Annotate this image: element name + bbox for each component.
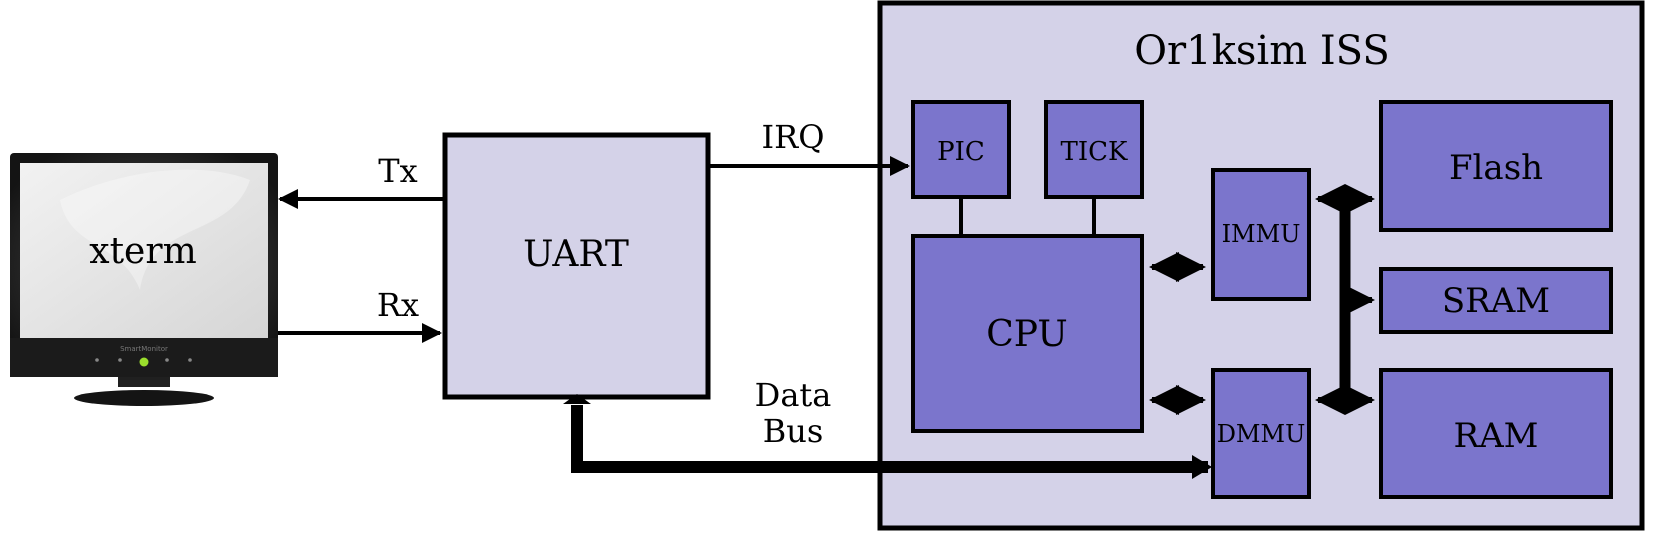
iss-title: Or1ksim ISS xyxy=(1134,28,1389,74)
irq-label: IRQ xyxy=(762,118,825,156)
flash-label: Flash xyxy=(1449,148,1543,188)
monitor-icon: SmartMonitor xyxy=(10,153,278,406)
ram-block xyxy=(1379,368,1613,499)
tick-block xyxy=(1044,100,1144,199)
data-bus-head-up xyxy=(563,394,591,404)
cpu-label: CPU xyxy=(986,314,1067,355)
power-led xyxy=(139,357,149,367)
sram-label: SRAM xyxy=(1442,281,1550,321)
immu-block xyxy=(1211,168,1311,301)
pic-label: PIC xyxy=(937,137,985,167)
data-bus-label-2: Bus xyxy=(763,412,824,450)
tick-label: TICK xyxy=(1061,137,1129,167)
tx-label: Tx xyxy=(378,152,417,190)
dmmu-block xyxy=(1211,368,1311,499)
pic-block xyxy=(911,100,1011,199)
rx-label: Rx xyxy=(377,286,419,324)
data-bus-label-1: Data xyxy=(755,376,832,414)
monitor-brand: SmartMonitor xyxy=(120,345,168,353)
data-bus-arrow xyxy=(571,405,1208,473)
uart-block xyxy=(442,132,711,400)
sram-block xyxy=(1379,267,1613,334)
xterm-label: xterm xyxy=(89,231,196,272)
uart-label: UART xyxy=(523,234,629,275)
dmmu-label: DMMU xyxy=(1217,420,1306,448)
flash-block xyxy=(1379,100,1613,232)
ram-label: RAM xyxy=(1454,416,1539,456)
data-bus-head-right xyxy=(1192,455,1212,479)
cpu-block xyxy=(911,234,1144,433)
immu-label: IMMU xyxy=(1222,220,1301,248)
